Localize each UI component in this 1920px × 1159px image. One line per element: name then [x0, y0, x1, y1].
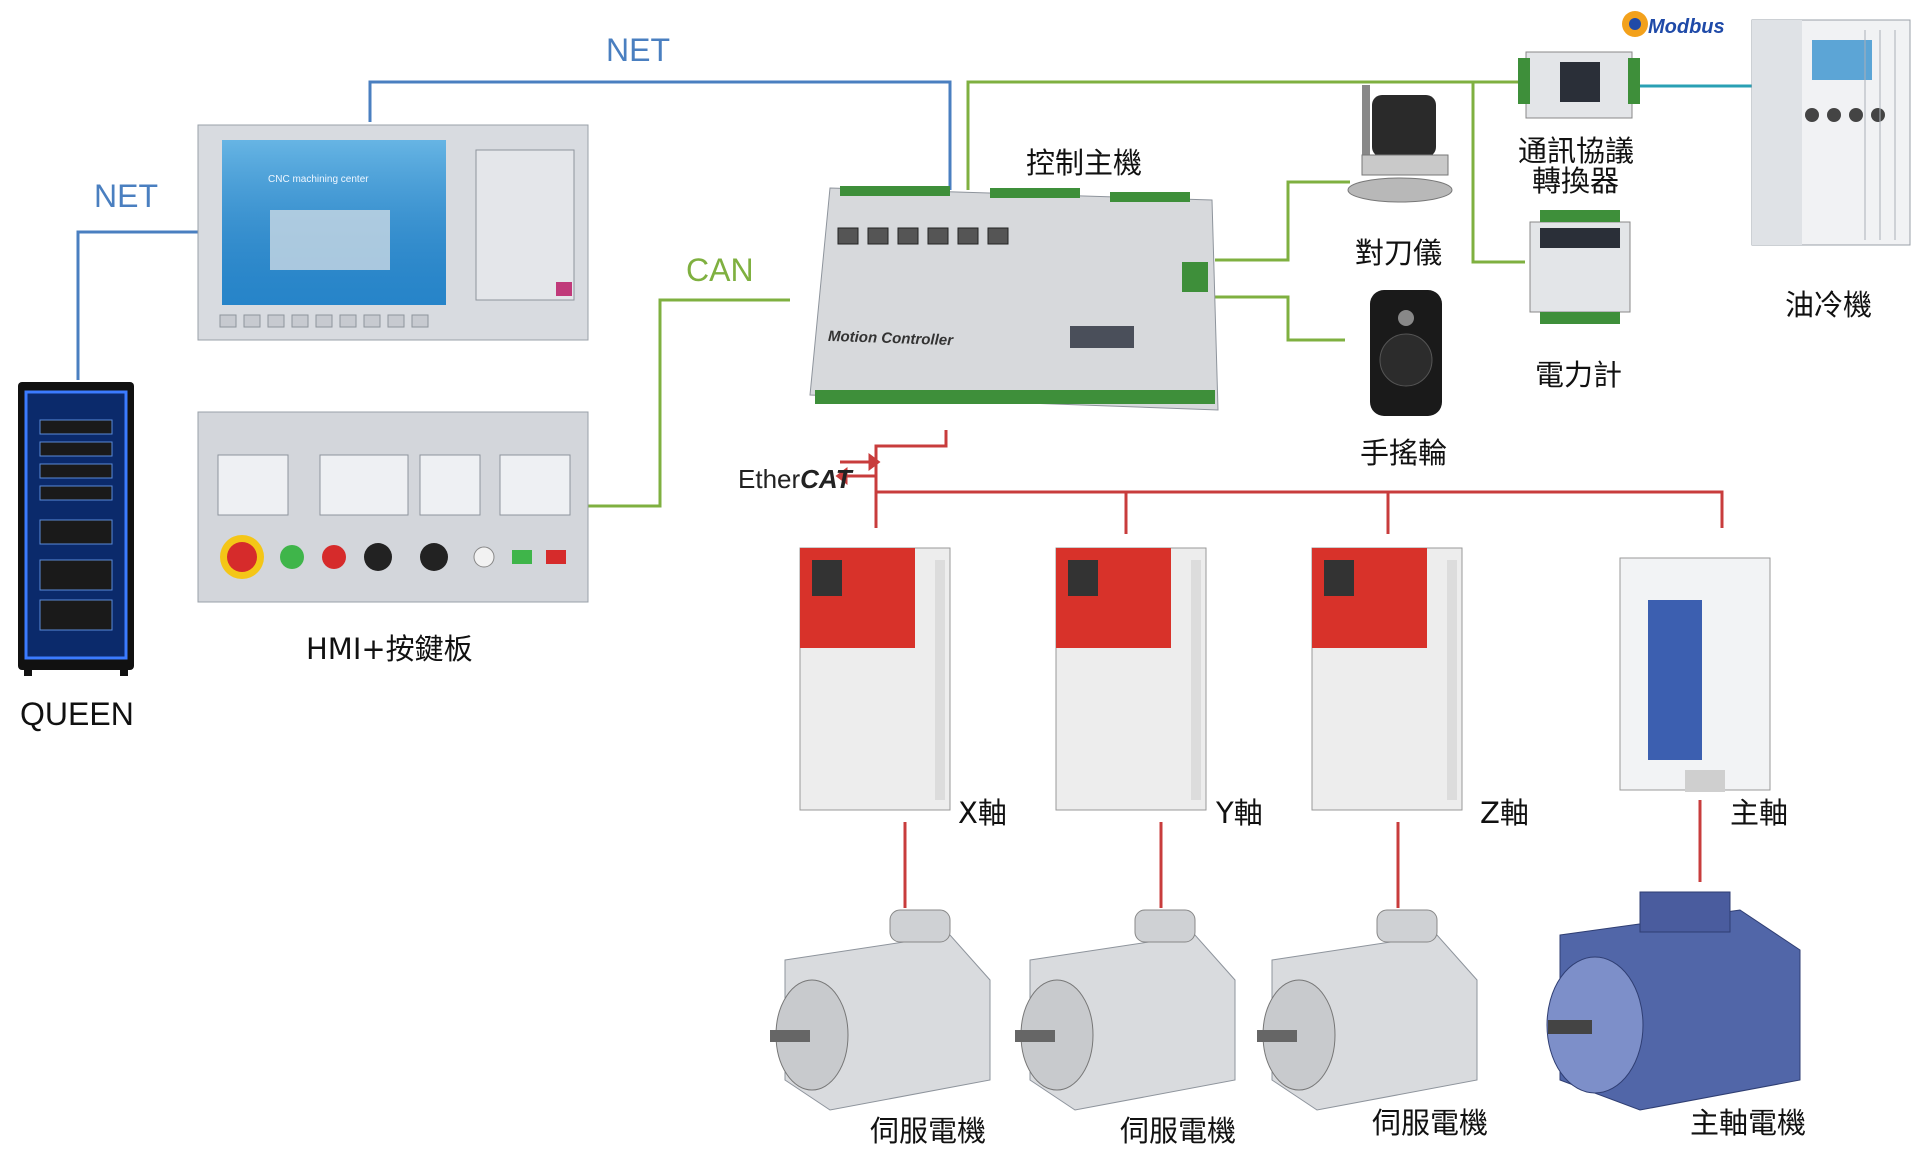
servo-motor-label-2: 伺服電機: [1120, 1114, 1237, 1148]
ethercat-label-cat: CAT: [800, 464, 852, 494]
net-label-top: NET: [606, 32, 670, 68]
handwheel-icon: [1370, 290, 1442, 416]
controller-label: 控制主機: [1026, 146, 1143, 180]
power-meter-icon: [1529, 210, 1631, 324]
protocol-converter-label-1: 通訊協議: [1518, 134, 1635, 168]
z-axis-label: Z軸: [1480, 796, 1529, 830]
ethercat-label: EtherCAT: [738, 464, 852, 495]
servo-drive-z-icon: [1311, 547, 1463, 811]
hmi-panel-icon: [197, 124, 589, 603]
y-axis-label: Y軸: [1216, 796, 1263, 830]
spindle-drive-icon: [1619, 557, 1771, 792]
tool-setter-icon: [1347, 85, 1453, 203]
modbus-logo-icon: [1622, 11, 1648, 37]
oil-cooler-label: 油冷機: [1785, 288, 1873, 322]
can-wires: [585, 80, 1525, 508]
ethercat-label-ether: Ether: [738, 464, 801, 494]
spindle-motor-label: 主軸電機: [1690, 1106, 1807, 1140]
spindle-label: 主軸: [1730, 796, 1789, 830]
hmi-screen-text: CNC machining center: [268, 174, 369, 185]
net-wires: [76, 80, 952, 380]
modbus-label: Modbus: [1648, 16, 1725, 38]
servo-motor-icon: [1015, 909, 1236, 1111]
hmi-label: HMI+按鍵板: [306, 632, 473, 666]
ethercat-wires: [874, 430, 1724, 908]
protocol-converter-label-2: 轉換器: [1532, 164, 1620, 198]
servo-motor-label-1: 伺服電機: [870, 1114, 987, 1148]
queen-server-icon: [18, 382, 134, 676]
net-label-left: NET: [94, 178, 158, 214]
queen-label: QUEEN: [20, 696, 134, 732]
servo-drive-x-icon: [799, 547, 951, 811]
servo-motor-label-3: 伺服電機: [1372, 1106, 1489, 1140]
servo-drive-y-icon: [1055, 547, 1207, 811]
x-axis-label: X軸: [958, 796, 1007, 830]
servo-motor-icon: [770, 909, 991, 1111]
oil-cooler-icon: [1751, 19, 1911, 246]
can-label: CAN: [686, 252, 754, 288]
motion-controller-icon: [809, 186, 1219, 411]
tool-setter-label: 對刀儀: [1355, 236, 1443, 270]
protocol-converter-icon: [1518, 51, 1640, 119]
handwheel-label: 手搖輪: [1360, 436, 1448, 470]
ethercat-arrow-icon: [835, 453, 881, 485]
spindle-motor-icon: [1546, 891, 1801, 1111]
servo-motor-icon: [1257, 909, 1478, 1111]
power-meter-label: 電力計: [1535, 358, 1623, 392]
